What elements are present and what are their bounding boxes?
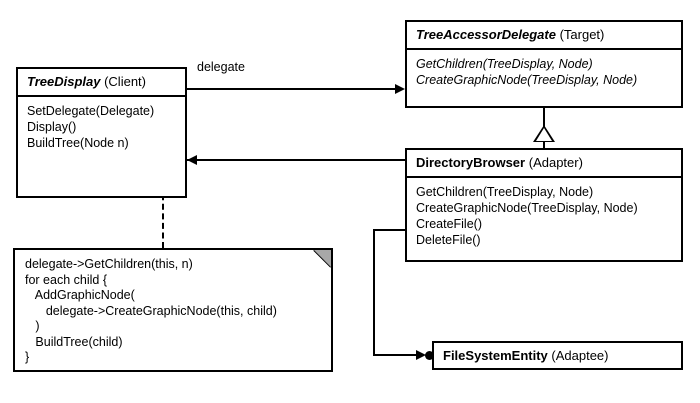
assoc-filesystem-segment-vertical [373,229,375,356]
class-role-tree-accessor-delegate: (Target) [559,27,605,42]
assoc-filesystem-segment-top [373,229,407,231]
class-box-directory-browser[interactable]: DirectoryBrowser (Adapter) GetChildren(T… [405,148,683,262]
class-title-directory-browser: DirectoryBrowser (Adapter) [407,150,681,178]
class-title-tree-display: TreeDisplay (Client) [18,69,185,97]
class-methods-tree-accessor-delegate: GetChildren(TreeDisplay, Node) CreateGra… [407,50,681,95]
method-item: SetDelegate(Delegate) [27,104,155,118]
class-methods-tree-display: SetDelegate(Delegate) Display() BuildTre… [18,97,185,158]
method-item: BuildTree(Node n) [27,136,129,150]
method-item: GetChildren(TreeDisplay, Node) [416,185,594,199]
note-anchor-dashed-line [162,156,164,248]
association-line-directorybrowser-treedisplay [187,159,405,161]
method-item: CreateFile() [416,217,482,231]
arrowhead-delegate [395,84,405,94]
arrowhead-filesystementity [416,350,426,360]
generalization-line-lower [543,142,545,150]
class-name-tree-display: TreeDisplay [27,74,101,89]
note-fold-edge-icon [314,250,331,267]
association-line-delegate [187,88,403,90]
class-box-file-system-entity[interactable]: FileSystemEntity (Adaptee) [432,341,683,370]
class-box-tree-accessor-delegate[interactable]: TreeAccessorDelegate (Target) GetChildre… [405,20,683,108]
class-name-tree-accessor-delegate: TreeAccessorDelegate [416,27,556,42]
assoc-filesystem-segment-bottom [373,354,421,356]
method-item: DeleteFile() [416,233,481,247]
class-title-tree-accessor-delegate: TreeAccessorDelegate (Target) [407,22,681,50]
class-title-file-system-entity: FileSystemEntity (Adaptee) [434,343,681,369]
class-methods-directory-browser: GetChildren(TreeDisplay, Node) CreateGra… [407,178,681,255]
note-text: delegate->GetChildren(this, n) for each … [25,257,277,364]
method-item: CreateGraphicNode(TreeDisplay, Node) [416,73,638,87]
method-item: GetChildren(TreeDisplay, Node) [416,57,593,71]
association-end-dot [425,351,434,360]
class-name-file-system-entity: FileSystemEntity [443,348,548,363]
class-role-directory-browser: (Adapter) [528,155,583,170]
generalization-line-upper [543,108,545,127]
inheritance-triangle-icon [533,125,555,142]
class-box-tree-display[interactable]: TreeDisplay (Client) SetDelegate(Delegat… [16,67,187,198]
note-box-buildtree-pseudocode[interactable]: delegate->GetChildren(this, n) for each … [13,248,333,372]
arrowhead-directorybrowser-treedisplay [187,155,197,165]
class-role-tree-display: (Client) [104,74,146,89]
class-name-directory-browser: DirectoryBrowser [416,155,526,170]
edge-label-delegate: delegate [197,60,245,74]
class-role-file-system-entity: (Adaptee) [551,348,609,363]
method-item: CreateGraphicNode(TreeDisplay, Node) [416,201,638,215]
method-item: Display() [27,120,77,134]
